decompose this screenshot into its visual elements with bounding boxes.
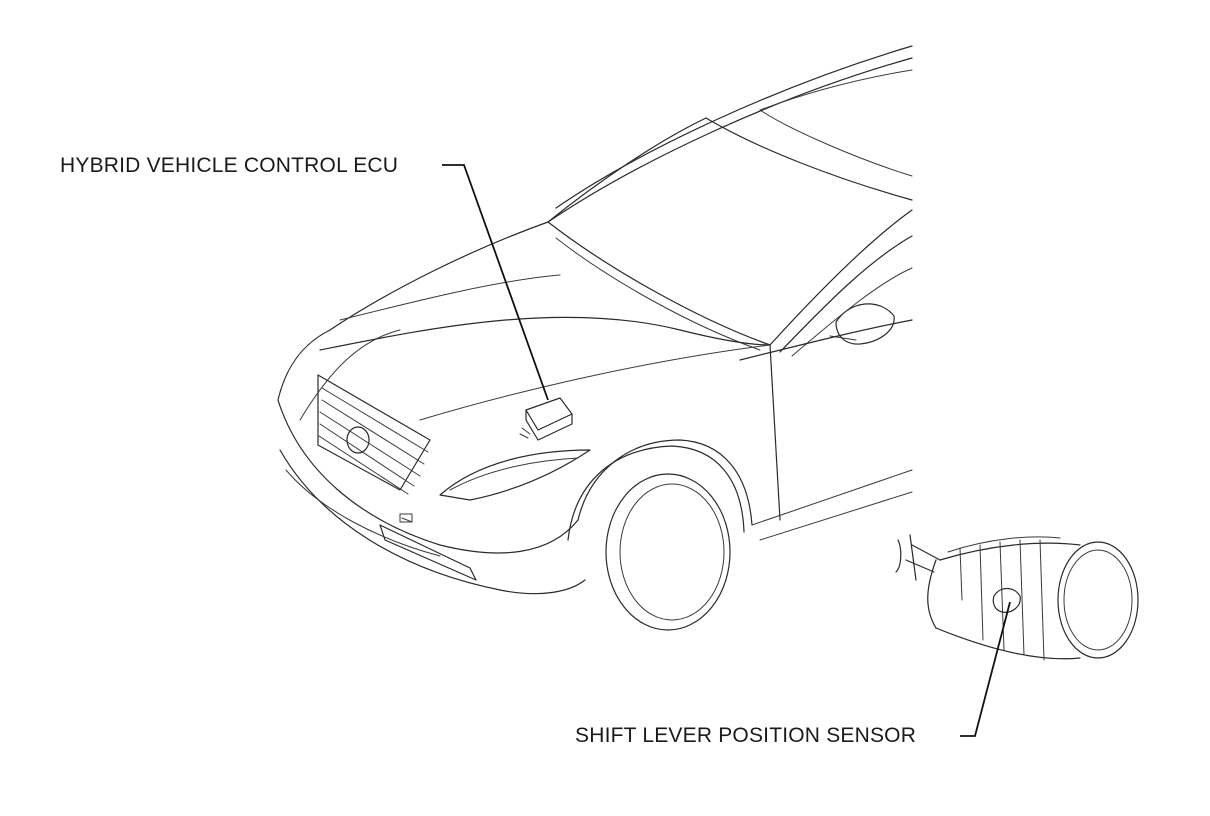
ecu-callout-label: HYBRID VEHICLE CONTROL ECU bbox=[60, 154, 398, 177]
vehicle-illustration bbox=[277, 45, 913, 631]
sensor-callout-label: SHIFT LEVER POSITION SENSOR bbox=[575, 724, 916, 747]
ecu-component bbox=[519, 397, 573, 441]
ecu-leader-line bbox=[442, 164, 549, 401]
transmission-illustration bbox=[895, 534, 1139, 661]
sensor-leader-line bbox=[960, 601, 1011, 737]
